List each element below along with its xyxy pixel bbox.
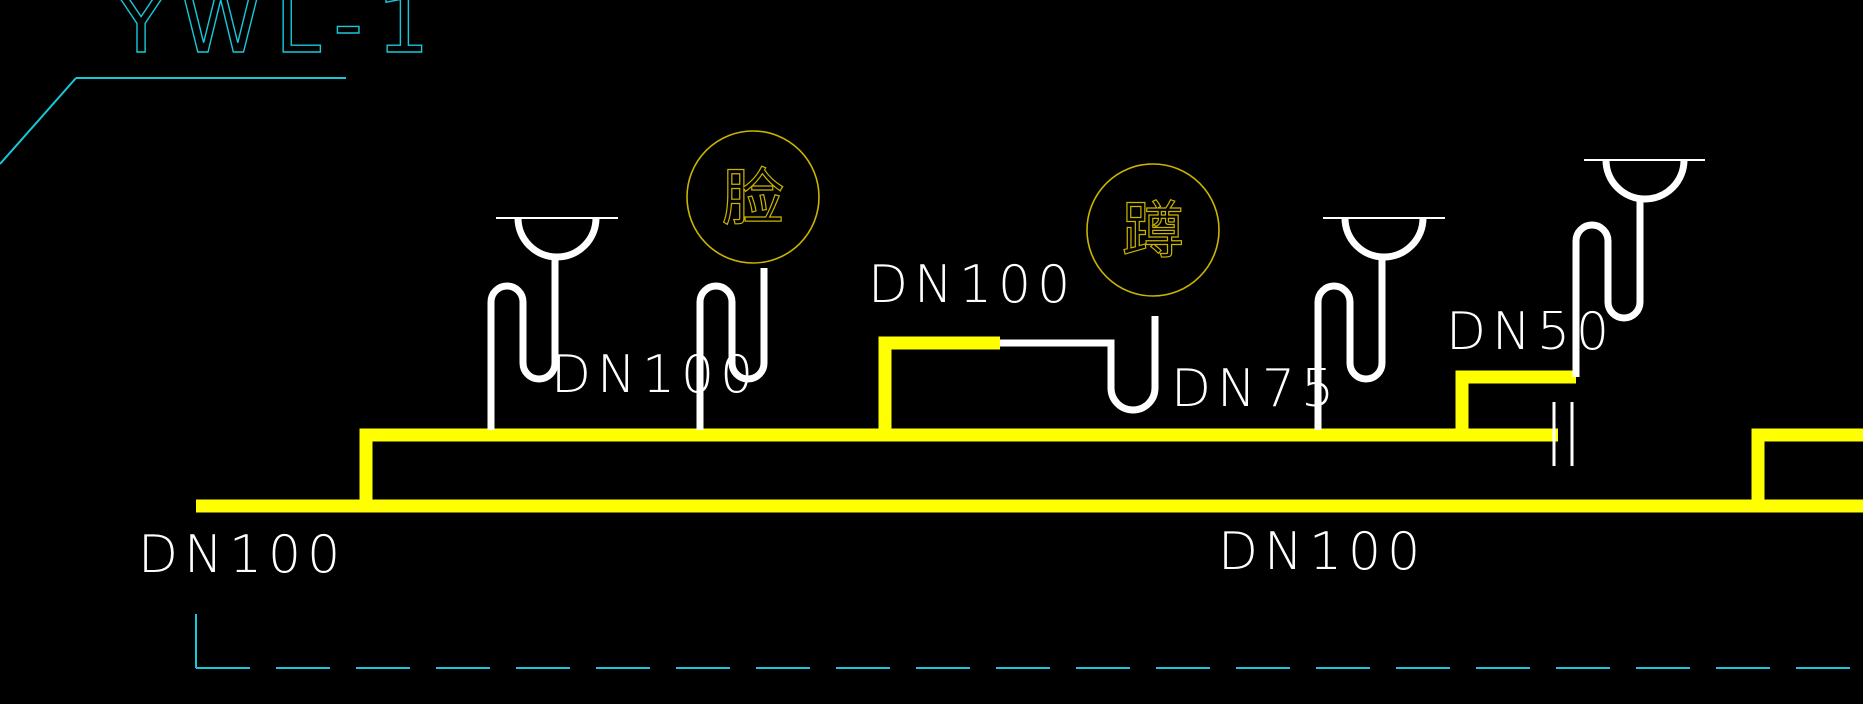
riser-tag: YWL-1 bbox=[115, 0, 443, 72]
floor-drain-3 bbox=[1572, 159, 1705, 377]
dashed-boundary bbox=[195, 614, 1863, 669]
floor-drain-2 bbox=[1314, 217, 1445, 430]
washbasin-symbol-text: 脸 bbox=[722, 161, 784, 234]
squat-toilet-symbol: 蹲 bbox=[1086, 163, 1220, 297]
cleanout-marker bbox=[1552, 402, 1574, 466]
dn50-branch-pipe bbox=[1455, 370, 1576, 435]
riser-leader-line bbox=[0, 77, 346, 165]
washbasin-trap bbox=[696, 268, 768, 430]
fixture-branches bbox=[487, 159, 1705, 430]
toilet-branch-pipe bbox=[878, 336, 1000, 435]
label-dn50: DN50 bbox=[1446, 302, 1615, 362]
upper-branch-pipe bbox=[359, 428, 1558, 506]
label-dn100-middle: DN100 bbox=[868, 255, 1076, 315]
label-dn100-lower-center: DN100 bbox=[1218, 522, 1426, 582]
label-dn100-upper-left: DN100 bbox=[551, 345, 759, 405]
washbasin-symbol: 脸 bbox=[686, 130, 820, 264]
main-drain-pipes bbox=[196, 336, 1863, 513]
label-dn100-lower-left: DN100 bbox=[138, 525, 346, 585]
floor-drain-1 bbox=[487, 217, 618, 430]
right-branch-pipe bbox=[1751, 428, 1863, 506]
squat-toilet-trap bbox=[1000, 316, 1159, 414]
label-dn75: DN75 bbox=[1171, 359, 1340, 419]
squat-toilet-symbol-text: 蹲 bbox=[1122, 194, 1184, 267]
